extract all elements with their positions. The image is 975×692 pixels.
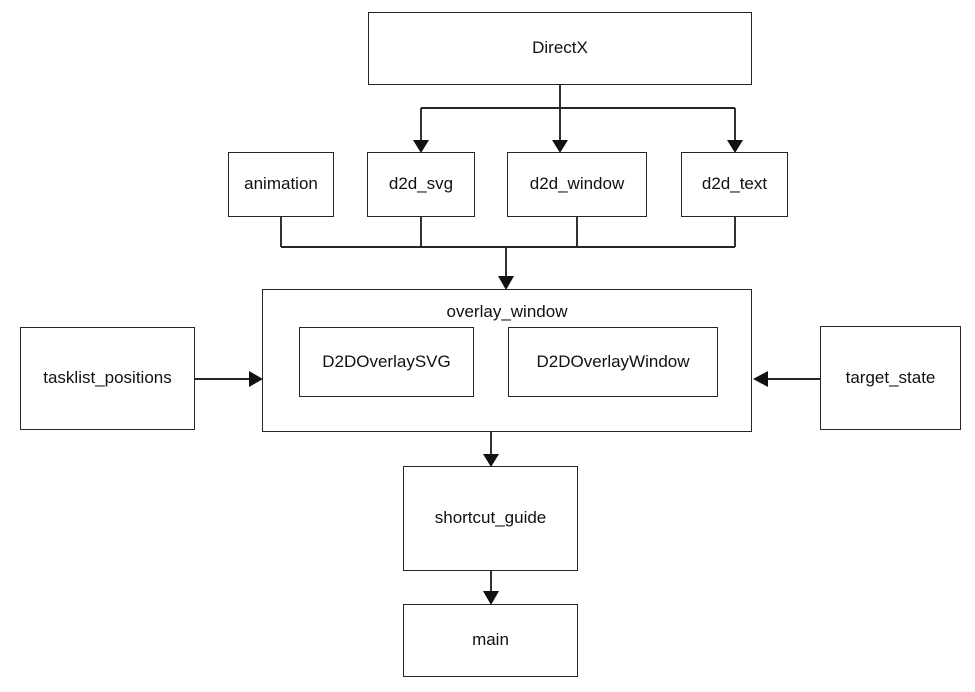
node-d2d-overlay-svg-label: D2DOverlaySVG (322, 351, 451, 371)
arrowhead-overlay-window-left (249, 371, 263, 387)
node-shortcut-guide[interactable]: shortcut_guide (403, 466, 578, 571)
node-d2d-svg[interactable]: d2d_svg (367, 152, 475, 217)
node-d2d-svg-label: d2d_svg (388, 174, 454, 194)
arrowhead-overlay-window-top (498, 276, 514, 290)
node-directx[interactable]: DirectX (368, 12, 752, 85)
node-main[interactable]: main (403, 604, 578, 677)
arrowhead-d2d-window (552, 140, 568, 153)
node-shortcut-guide-label: shortcut_guide (434, 508, 547, 528)
node-overlay-window[interactable]: overlay_window D2DOverlaySVG D2DOverlayW… (262, 289, 752, 432)
arrowhead-overlay-window-right (753, 371, 768, 387)
arrowhead-d2d-svg (413, 140, 429, 153)
arrowhead-main (483, 591, 499, 605)
node-d2d-text-label: d2d_text (701, 174, 768, 194)
edge-directx-bus (421, 85, 735, 109)
arrowhead-shortcut-guide (483, 454, 499, 467)
node-d2d-overlay-svg[interactable]: D2DOverlaySVG (299, 327, 474, 397)
node-animation[interactable]: animation (228, 152, 334, 217)
node-directx-label: DirectX (532, 38, 588, 58)
node-d2d-window-label: d2d_window (529, 174, 625, 194)
node-d2d-overlay-window[interactable]: D2DOverlayWindow (508, 327, 718, 397)
node-d2d-window[interactable]: d2d_window (507, 152, 647, 217)
node-tasklist-positions[interactable]: tasklist_positions (20, 327, 195, 430)
arrowhead-d2d-text (727, 140, 743, 153)
node-tasklist-positions-label: tasklist_positions (43, 368, 172, 388)
node-target-state[interactable]: target_state (820, 326, 961, 430)
node-animation-label: animation (244, 174, 318, 194)
node-overlay-window-label: overlay_window (446, 302, 568, 321)
node-target-state-label: target_state (845, 367, 936, 387)
node-d2d-overlay-window-label: D2DOverlayWindow (536, 351, 690, 371)
node-main-label: main (472, 630, 509, 650)
node-d2d-text[interactable]: d2d_text (681, 152, 788, 217)
